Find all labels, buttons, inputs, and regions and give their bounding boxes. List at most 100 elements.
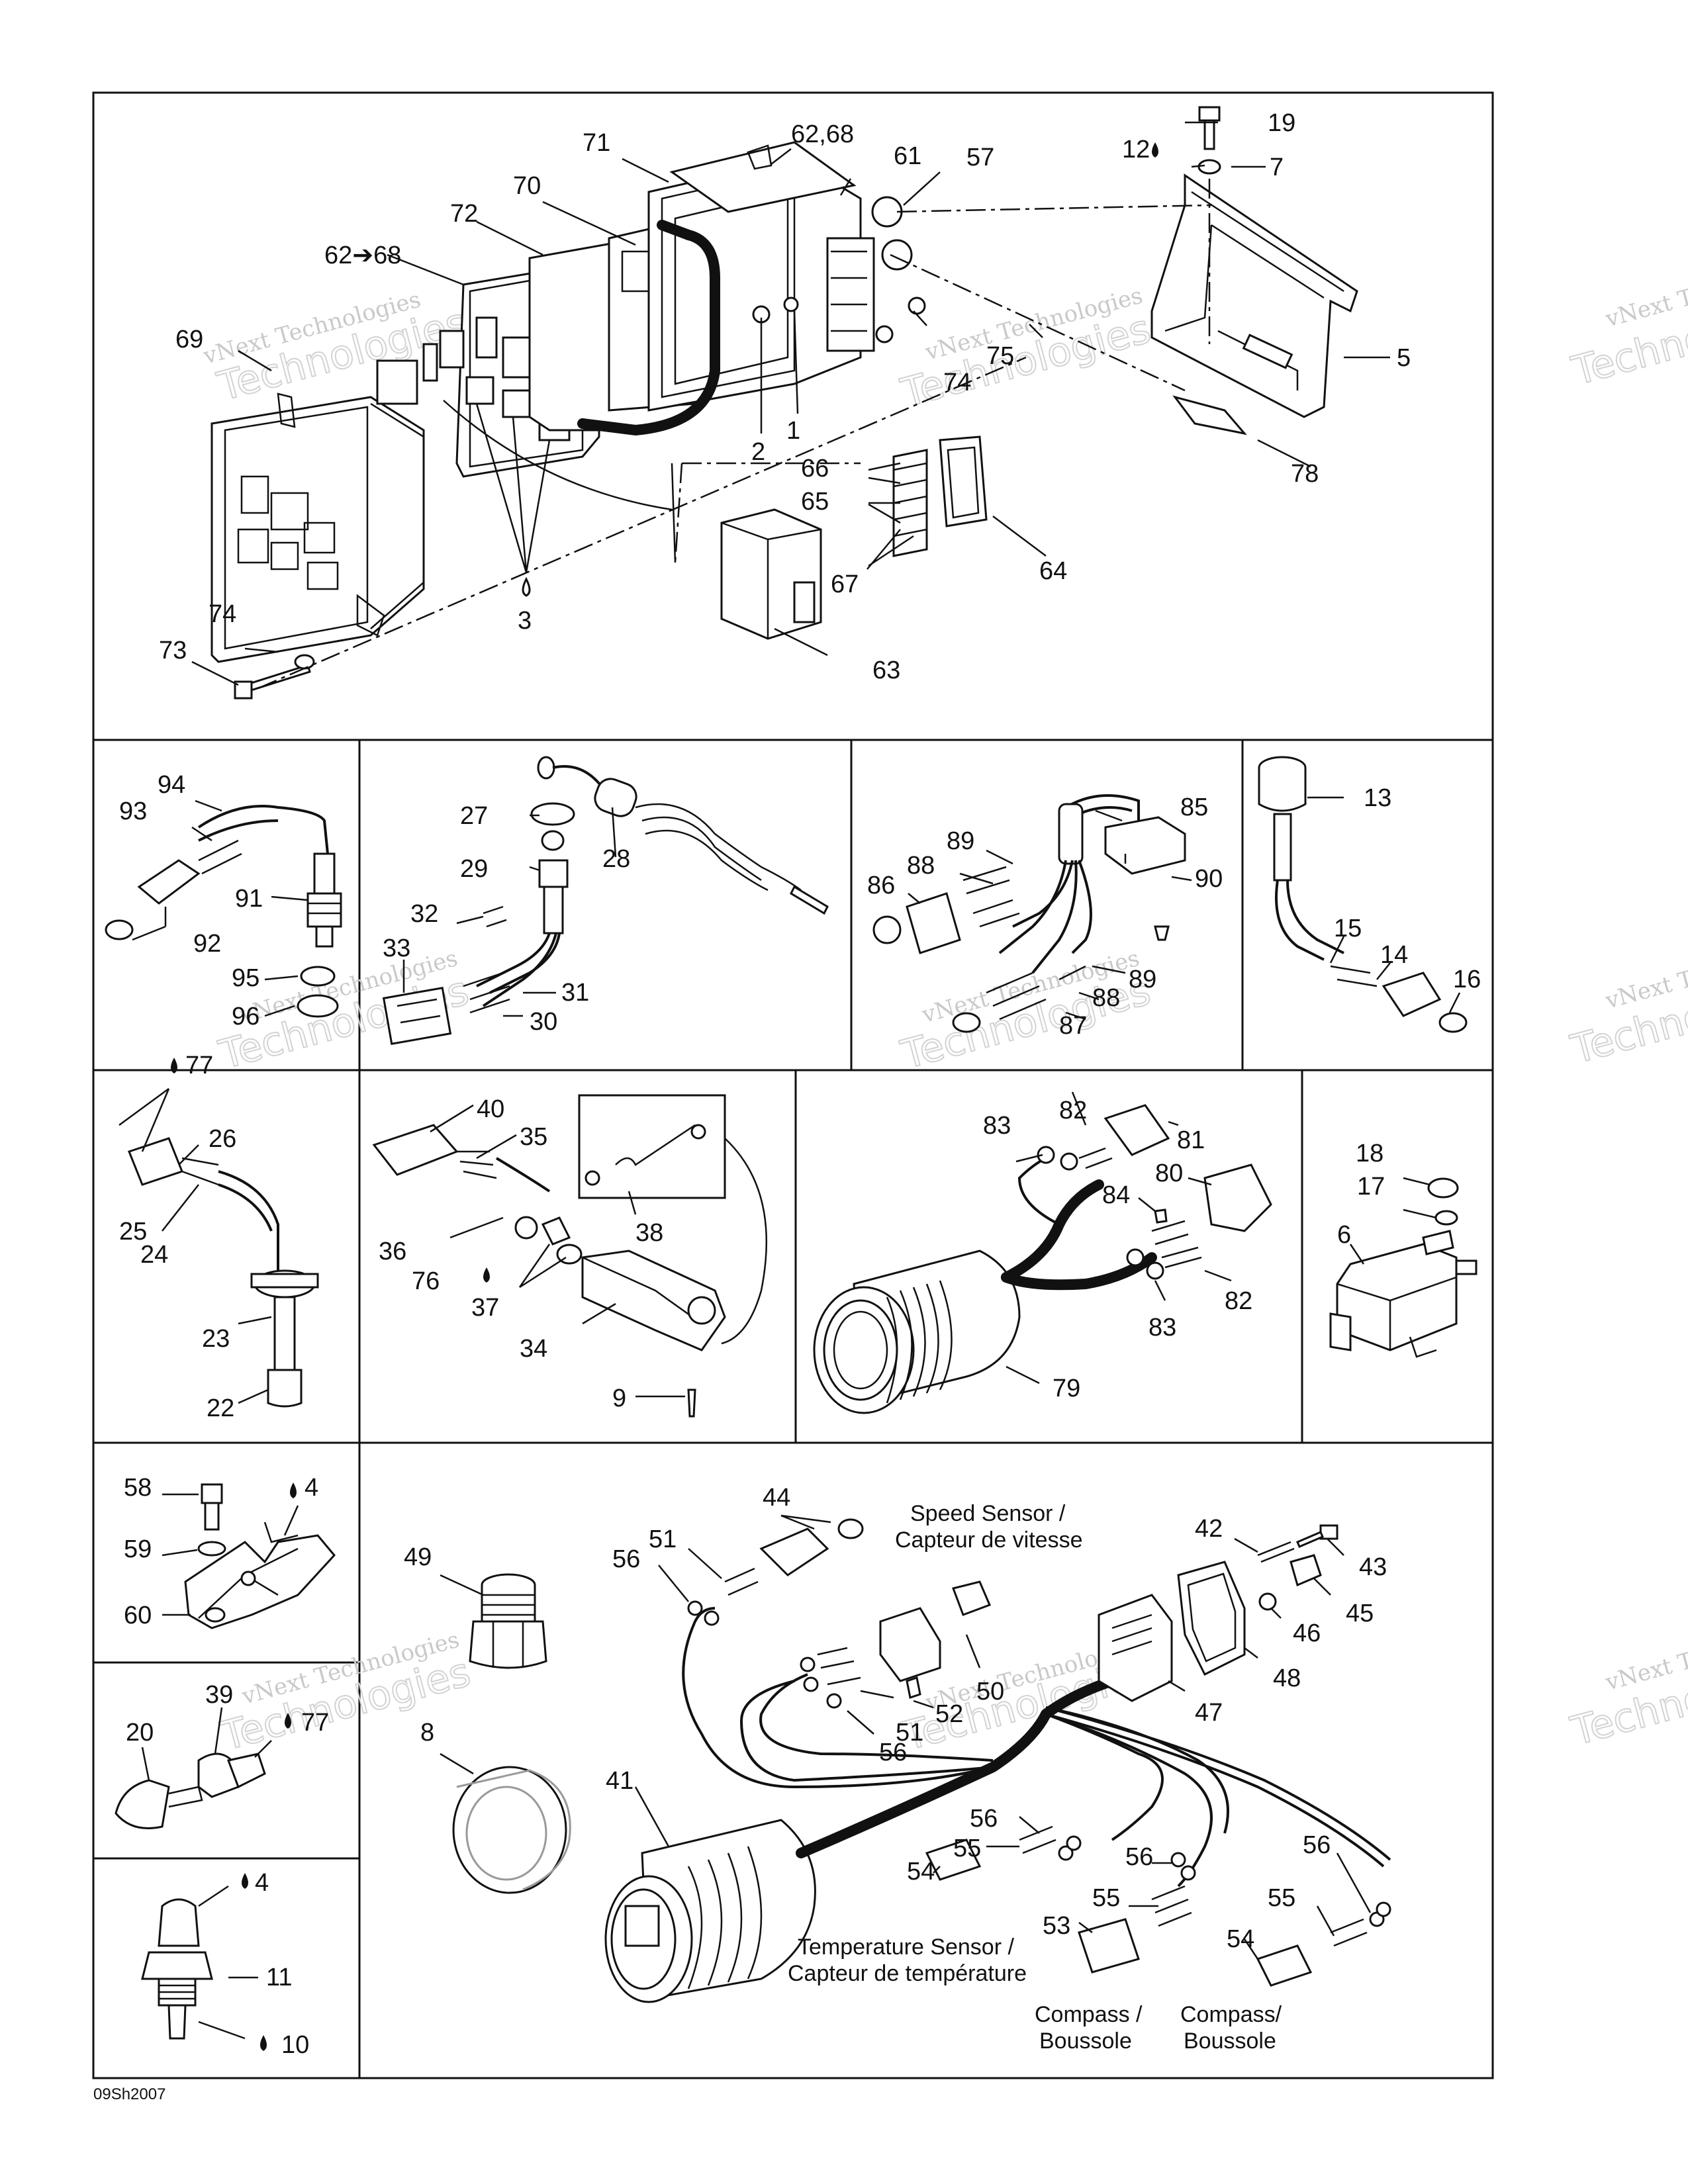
callout: 46: [1293, 1619, 1321, 1647]
callout: 22: [207, 1394, 234, 1422]
callout: 83: [1149, 1314, 1176, 1342]
callout: 56: [1303, 1831, 1331, 1859]
speed-sensor-caption-fr: Capteur de vitesse: [895, 1527, 1083, 1553]
callout: 62,68: [791, 120, 854, 148]
callout: 42: [1195, 1515, 1223, 1543]
callout: 7: [1270, 154, 1284, 181]
callout: 31: [561, 979, 589, 1007]
callout: 26: [209, 1125, 236, 1153]
callout: 60: [124, 1602, 152, 1629]
callout: 55: [953, 1835, 981, 1862]
callout: 62➔68: [324, 242, 401, 269]
callout: 34: [520, 1335, 547, 1363]
callout: 61: [894, 142, 921, 170]
callout: 65: [801, 488, 829, 516]
panel-switch-34: [372, 1094, 768, 1418]
callout: 67: [831, 570, 859, 598]
main-panel-labels: 71 62,68 61 57 19 12 7 70 72 62➔68 69 74…: [159, 109, 1411, 684]
callout: 76: [412, 1267, 440, 1295]
callout: 33: [383, 934, 410, 962]
callout: 80: [1155, 1160, 1183, 1187]
panel-sensor-22: [118, 1058, 319, 1408]
callout: 24: [140, 1241, 168, 1269]
callout: 89: [1129, 966, 1156, 993]
panel-sensor-22-labels: 77 26 25 24 23 22: [119, 1052, 236, 1422]
callout: 75: [986, 342, 1014, 370]
callout: 69: [175, 326, 203, 353]
panel-sensor-39-labels: 39 20 77: [126, 1681, 329, 1747]
panel-frames: [92, 91, 1494, 2079]
callout: 54: [1227, 1925, 1254, 1953]
callout: 12: [1122, 136, 1150, 163]
callout: 73: [159, 637, 187, 664]
callout: 10: [281, 2031, 309, 2059]
callout: 56: [879, 1739, 907, 1766]
callout: 88: [1092, 984, 1120, 1012]
panel-switch-34-labels: 40 35 36 76 37 38 34 9: [379, 1095, 663, 1412]
panel-fitting-49: [440, 1573, 571, 1894]
callout: 72: [450, 200, 478, 228]
callout: 55: [1092, 1884, 1120, 1912]
callout: 47: [1195, 1699, 1223, 1727]
watermark-text: vNext Technologies: [1602, 250, 1688, 333]
callout: 88: [907, 852, 935, 880]
callout: 63: [872, 657, 900, 684]
compass-caption-1-fr: Boussole: [1039, 2028, 1132, 2054]
callout: 9: [612, 1385, 626, 1412]
callout: 91: [235, 885, 263, 913]
callout: 35: [520, 1123, 547, 1151]
callout: 52: [935, 1700, 963, 1728]
callout: 14: [1380, 941, 1408, 969]
callout: 25: [119, 1218, 147, 1246]
panel-module-85-labels: 85 89 88 90 86 89 88 87: [867, 794, 1223, 1040]
compass-caption-1-en: Compass /: [1035, 2002, 1143, 2027]
callout: 54: [907, 1858, 935, 1886]
compass-caption-2-en: Compass/: [1180, 2002, 1282, 2027]
callout: 39: [205, 1681, 233, 1709]
callout: 79: [1053, 1375, 1080, 1402]
panel-switch-11-labels: 4 11 10: [255, 1869, 309, 2059]
callout: 70: [513, 172, 541, 200]
callout: 58: [124, 1474, 152, 1502]
callout: 56: [612, 1545, 640, 1573]
callout: 6: [1337, 1221, 1351, 1249]
callout: 57: [966, 144, 994, 171]
callout: 11: [266, 1964, 292, 1991]
callout: 23: [202, 1325, 230, 1353]
panel-switch-11: [141, 1873, 267, 2051]
callout: 43: [1359, 1553, 1387, 1581]
panel-bracket-60: [162, 1482, 336, 1629]
panel-bracket-60-labels: 58 4 59 60: [124, 1474, 318, 1629]
callout: 1: [786, 417, 800, 445]
callout: 37: [471, 1294, 499, 1322]
callout: 93: [119, 797, 147, 825]
callout: 13: [1364, 784, 1391, 812]
callout: 66: [801, 455, 829, 482]
panel-valve-6-labels: 18 17 6: [1337, 1140, 1385, 1249]
panel-sensor-91: [105, 799, 342, 1018]
callout: 92: [193, 930, 221, 958]
callout: 94: [158, 771, 185, 799]
callout: 82: [1059, 1097, 1087, 1124]
callout: 48: [1273, 1664, 1301, 1692]
callout: 2: [751, 438, 765, 466]
panel-valve-6: [1329, 1177, 1477, 1358]
callout: 8: [420, 1719, 434, 1747]
main-panel-drawing: [191, 106, 1390, 700]
callout: 85: [1180, 794, 1208, 821]
callout: 27: [460, 802, 488, 830]
panel-fitting-49-labels: 49 8: [404, 1543, 434, 1747]
callout: 74: [943, 369, 971, 396]
captions: Speed Sensor / Capteur de vitesse Temper…: [788, 1501, 1282, 2054]
callout: 90: [1195, 865, 1223, 893]
callout: 49: [404, 1543, 432, 1571]
temperature-sensor-caption-fr: Capteur de température: [788, 1961, 1027, 1986]
callout: 86: [867, 872, 895, 899]
callout: 78: [1291, 460, 1319, 488]
callout: 81: [1177, 1126, 1205, 1154]
callout: 55: [1268, 1884, 1295, 1912]
callout: 32: [410, 900, 438, 928]
callout: 51: [649, 1525, 677, 1553]
callout: 36: [379, 1238, 406, 1265]
